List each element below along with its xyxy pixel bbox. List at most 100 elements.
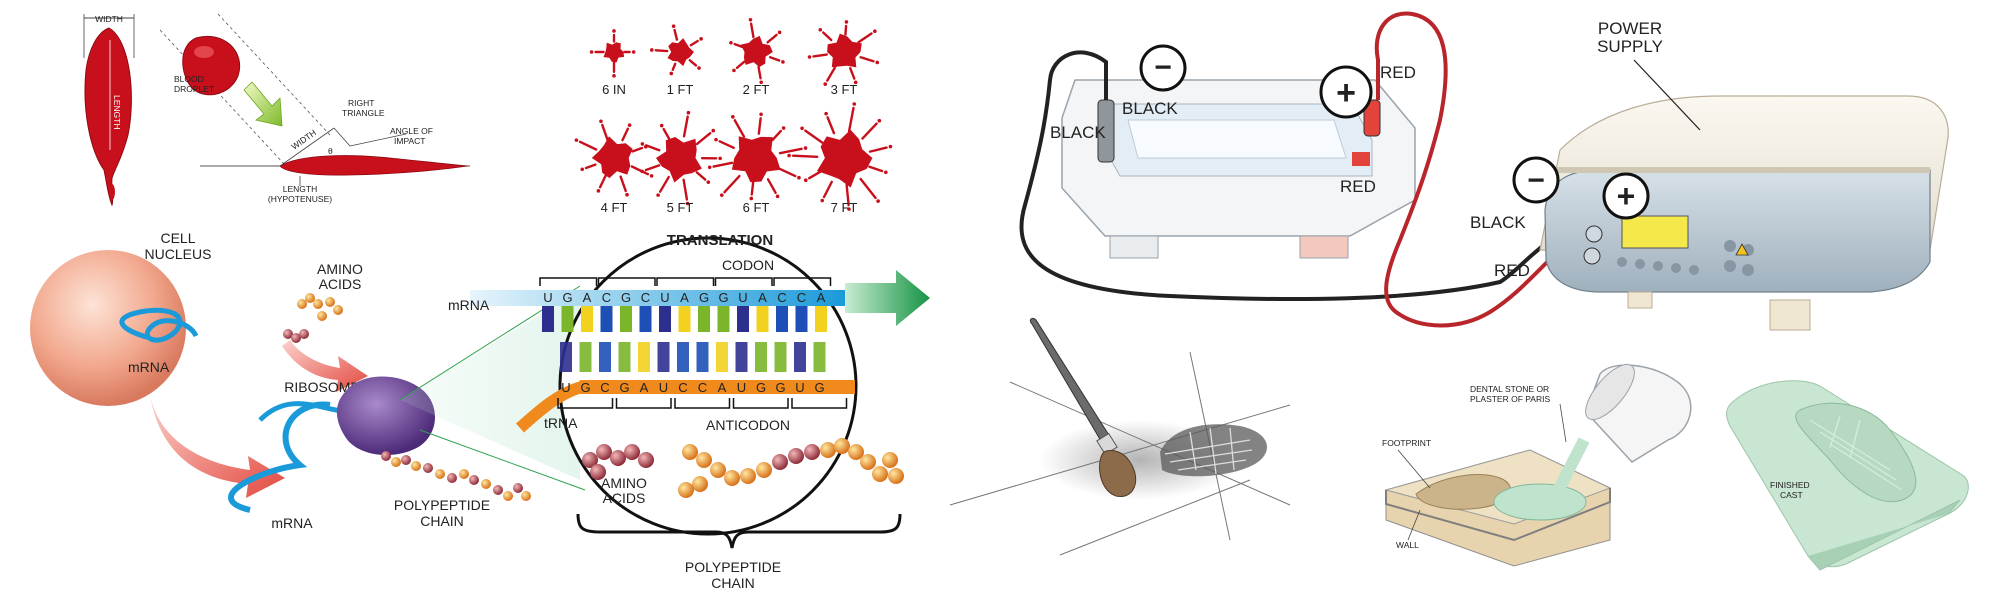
codon-base-6 — [639, 306, 652, 332]
trna-stem-9 — [716, 342, 728, 372]
spatter-3 — [729, 17, 785, 85]
impact-length-label: LENGTH — [283, 184, 317, 194]
trna-orange-bar — [580, 380, 855, 394]
acids-label: ACIDS — [319, 276, 362, 292]
spatter-label-1: 6 IN — [602, 82, 626, 97]
codon-label: CODON — [722, 257, 774, 273]
anticodon-letter-5: A — [640, 380, 649, 395]
amino2-label: AMINO — [601, 475, 647, 491]
cast-impression — [1795, 402, 1917, 503]
codon-base-14 — [795, 306, 808, 332]
red-cord-label: RED — [1380, 63, 1416, 82]
codon-base-3 — [581, 306, 593, 332]
ribosome-label: RIBOSOME — [284, 379, 359, 395]
codon-letter-12: A — [758, 290, 767, 305]
codon-bracket-1 — [539, 277, 598, 286]
codon-base-5 — [620, 306, 632, 332]
codon-base-11 — [737, 306, 749, 332]
trna-stem-5 — [638, 342, 650, 372]
mrna-strand-label: mRNA — [448, 297, 490, 313]
angle-impact-label-1: ANGLE OF — [390, 126, 433, 136]
anticodon-letter-14: G — [814, 380, 824, 395]
plus-sign-ps: + — [1617, 178, 1636, 214]
codon-letter-11: U — [738, 290, 747, 305]
codon-bracket-2 — [597, 277, 656, 286]
codon-letter-13: C — [777, 290, 786, 305]
anticodon-bracket-2 — [615, 398, 672, 409]
red-electrode — [1363, 99, 1381, 137]
lcd-display — [1621, 215, 1689, 249]
blood-drop-figure: WIDTH LENGTH — [83, 14, 135, 207]
anticodon-bracket-3 — [674, 398, 731, 409]
supply-label: SUPPLY — [1597, 37, 1663, 56]
drop-width-label: WIDTH — [95, 14, 123, 24]
drop-length-label: LENGTH — [112, 95, 122, 129]
spatter-6 — [640, 110, 722, 206]
impact-width-label: WIDTH — [289, 127, 318, 151]
codon-base-8 — [678, 306, 691, 332]
trna-stem-1 — [560, 342, 572, 372]
spatter-8 — [787, 102, 893, 211]
red-ps-label: RED — [1494, 261, 1530, 280]
trna-label: tRNA — [544, 415, 578, 431]
shoeprint — [1160, 424, 1267, 477]
electrophoresis-setup: − + BLACK BLACK RED RED − + BLACK RED PO… — [1019, 11, 1949, 331]
trna-stem-11 — [755, 342, 767, 372]
amino-label: AMINO — [317, 261, 363, 277]
anticodon-letter-4: G — [619, 380, 629, 395]
trna-stem-2 — [579, 342, 592, 372]
footprint-label: FOOTPRINT — [1382, 438, 1431, 448]
black-ps-label: BLACK — [1470, 213, 1526, 232]
anticodon-letter-11: G — [756, 380, 766, 395]
anticodon-label: ANTICODON — [706, 417, 790, 433]
anticodon-letter-1: U — [561, 380, 570, 395]
spatter-label-4: 3 FT — [831, 82, 858, 97]
mrna-bottom-strand — [228, 401, 331, 513]
trna-stems — [560, 342, 826, 372]
trna-stem-6 — [657, 342, 670, 372]
impact-angle-figure: BLOOD DROPLET WIDTH θ RIGHT TRIANGLE ANG… — [159, 13, 470, 204]
spatter-label-8: 7 FT — [831, 200, 858, 215]
dental-label: DENTAL STONE OR — [1470, 384, 1549, 394]
anticodon-letter-3: C — [600, 380, 609, 395]
trna-stem-13 — [794, 342, 806, 372]
trna-stem-4 — [618, 342, 631, 372]
anticodon-bracket-5 — [791, 398, 848, 409]
anticodon-brackets — [557, 398, 848, 409]
blood-droplet-label-1: BLOOD — [174, 74, 204, 84]
casting-figure: DENTAL STONE OR PLASTER OF PARIS FOOTPRI… — [1382, 363, 1969, 571]
plaster-pour — [1550, 437, 1590, 499]
codon-bracket-4 — [714, 277, 773, 286]
chain-label: CHAIN — [420, 513, 464, 529]
anticodon-letter-8: C — [698, 380, 707, 395]
codon-letter-6: C — [641, 290, 650, 305]
spatter-2 — [649, 24, 703, 76]
polypeptide-brace — [576, 513, 902, 549]
anticodon-letter-9: A — [718, 380, 727, 395]
mrna-strand-bar — [470, 290, 845, 306]
codon-base-7 — [659, 306, 671, 332]
right-triangle-label-2: TRIANGLE — [342, 108, 385, 118]
cell-label: CELL — [160, 230, 195, 246]
plus-icon-tank — [1319, 65, 1373, 119]
plus-icon-ps — [1602, 172, 1650, 220]
codon-letter-15: A — [817, 290, 826, 305]
blood-droplet-label-2: DROPLET — [174, 84, 214, 94]
protein-synthesis-figure: CELL NUCLEUS mRNA mRNA AMINO ACIDS RIBOS… — [30, 230, 586, 531]
codon-bracket-3 — [656, 277, 715, 286]
trna-stem-8 — [696, 342, 709, 372]
elongated-blood-drop — [84, 27, 132, 207]
spatter-7 — [707, 112, 808, 201]
minus-icon-tank — [1139, 44, 1187, 92]
anticodon-bracket-4 — [732, 398, 789, 409]
anticodon-letter-6: U — [659, 380, 668, 395]
trna-stem-7 — [677, 342, 689, 372]
plaster-label: PLASTER OF PARIS — [1470, 394, 1550, 404]
right-triangle-label-1: RIGHT — [348, 98, 374, 108]
ps-port-red — [1583, 247, 1601, 265]
codon-base-4 — [600, 306, 613, 332]
export-green-arrow — [845, 270, 930, 326]
mrna-in-nucleus — [119, 307, 199, 343]
